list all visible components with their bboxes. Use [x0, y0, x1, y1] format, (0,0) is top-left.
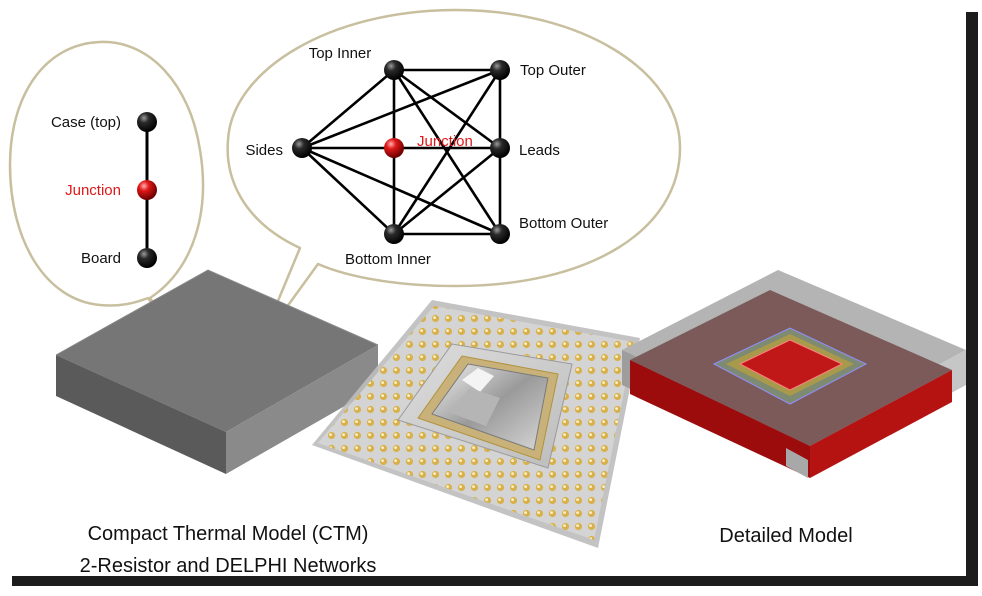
top-inner-node	[384, 60, 404, 80]
delphi-junction-node	[384, 138, 404, 158]
junction-node	[137, 180, 157, 200]
pga-package-photo-icon	[312, 300, 640, 548]
bottom-outer-node	[490, 224, 510, 244]
sides-label: Sides	[245, 142, 283, 159]
ctm-caption-line1: Compact Thermal Model (CTM)	[88, 523, 369, 545]
delphi-junction-label: Junction	[417, 133, 473, 150]
top-inner-label: Top Inner	[309, 45, 372, 62]
two-resistor-bubble: Case (top) Junction Board	[8, 40, 205, 344]
board-node	[137, 248, 157, 268]
bottom-inner-node	[384, 224, 404, 244]
leads-label: Leads	[519, 142, 560, 159]
leads-node	[490, 138, 510, 158]
bottom-inner-label: Bottom Inner	[345, 251, 431, 268]
case-node	[137, 112, 157, 132]
delphi-bubble: Top Inner Top Outer Sides Junction Leads…	[226, 8, 682, 346]
detailed-caption: Detailed Model	[719, 525, 852, 547]
junction-label: Junction	[65, 182, 121, 199]
top-outer-label: Top Outer	[520, 62, 586, 79]
top-outer-node	[490, 60, 510, 80]
case-label: Case (top)	[51, 114, 121, 131]
bottom-outer-label: Bottom Outer	[519, 215, 608, 232]
gray-block-icon	[55, 269, 379, 474]
sides-node	[292, 138, 312, 158]
board-label: Board	[81, 250, 121, 267]
detailed-package-icon	[622, 270, 966, 478]
ctm-caption-line2: 2-Resistor and DELPHI Networks	[80, 555, 377, 577]
